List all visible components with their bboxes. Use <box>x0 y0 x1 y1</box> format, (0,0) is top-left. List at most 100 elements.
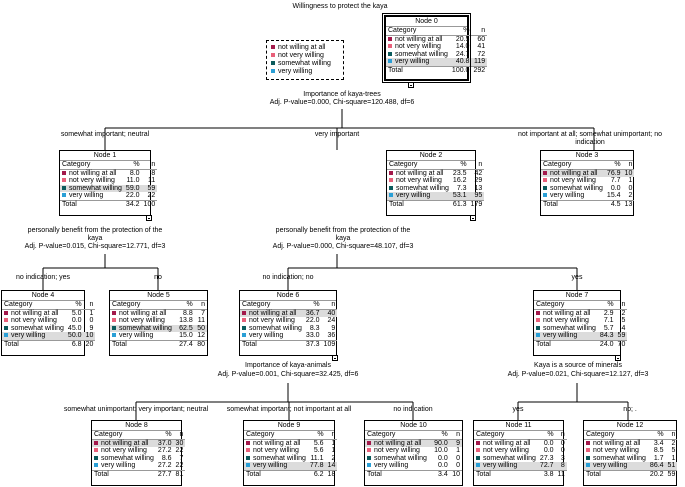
pct-cell: 33.0 <box>305 332 320 339</box>
total-n: 18 <box>325 469 338 478</box>
collapse-toggle-icon[interactable] <box>615 355 621 361</box>
category-swatch <box>476 440 480 445</box>
category-swatch <box>246 448 250 452</box>
n-cell: 24 <box>327 317 336 324</box>
pct-cell: 27.2 <box>157 462 172 469</box>
category-cell: not willing at all <box>365 439 432 447</box>
pct-cell: 90.0 <box>431 439 450 447</box>
pct-cell: 5.0 <box>71 309 82 317</box>
n-cell: 51 <box>665 462 678 470</box>
n-cell: 95 <box>468 192 485 200</box>
category-cell: not willing at all <box>92 439 156 447</box>
header-pct: % <box>307 431 326 440</box>
header-n: n <box>622 161 635 170</box>
branch-label: no indication; yes <box>15 274 71 281</box>
header-category: Category <box>541 161 605 170</box>
category-cell: very willing <box>2 332 66 340</box>
category-cell: somewhat willing <box>92 455 156 463</box>
collapse-toggle-icon[interactable] <box>146 215 152 221</box>
total-n: 20 <box>83 339 96 348</box>
header-category: Category <box>474 431 538 440</box>
category-swatch <box>476 455 480 460</box>
branch-label: not important at all; somewhat unimporta… <box>518 131 662 138</box>
n-cell: 2 <box>671 439 676 447</box>
collapse-toggle-icon[interactable] <box>408 82 414 88</box>
n-cell: 0 <box>89 317 94 324</box>
legend-item: somewhat willing <box>271 60 339 68</box>
total-pct: 27.4 <box>176 339 195 348</box>
header-n: n <box>471 27 488 36</box>
n-cell: 72 <box>477 50 486 58</box>
n-cell: 1 <box>671 454 676 462</box>
category-swatch <box>246 463 250 467</box>
category-cell: very willing <box>541 192 605 200</box>
n-cell: 0 <box>456 462 460 469</box>
total-pct: 24.0 <box>597 339 616 348</box>
pct-cell: 36.7 <box>303 309 322 317</box>
category-swatch <box>543 185 547 190</box>
node-title: Node 8 <box>92 421 181 431</box>
node1-split-stats: Adj. P-value=0.015, Chi-square=12.771, d… <box>24 243 166 250</box>
n-cell: 1 <box>456 447 460 454</box>
category-swatch <box>94 463 98 467</box>
n-cell: 10 <box>622 169 635 177</box>
total-pct: 27.7 <box>155 469 174 478</box>
category-swatch <box>242 318 246 322</box>
pct-cell: 11.0 <box>126 177 140 184</box>
pct-cell: 1.7 <box>653 454 664 462</box>
category-cell: very willing <box>386 58 450 66</box>
collapse-toggle-icon[interactable] <box>470 215 476 221</box>
node7-split-stats: Adj. P-value=0.021, Chi-square=12.127, d… <box>507 371 649 378</box>
node1-split-variable-cont: kaya <box>87 235 103 242</box>
legend-swatch <box>271 69 275 73</box>
node-title: Node 5 <box>110 291 207 301</box>
category-swatch <box>4 333 8 337</box>
node1-split-variable: personally benefit from the protection o… <box>27 227 163 234</box>
header-n: n <box>449 431 462 440</box>
category-swatch <box>476 463 480 467</box>
pct-cell: 0.0 <box>610 184 621 192</box>
total-n: 80 <box>194 339 207 348</box>
collapse-toggle-icon[interactable] <box>332 355 338 361</box>
category-cell: somewhat willing <box>365 455 431 463</box>
total-pct: 100.0 <box>449 65 472 74</box>
category-cell: very willing <box>365 462 431 470</box>
node7-split-variable: Kaya is a source of minerals <box>534 362 622 369</box>
n-cell: 60 <box>477 35 486 43</box>
n-cell: 5 <box>621 317 626 324</box>
n-cell: 30 <box>173 439 186 447</box>
header-category: Category <box>92 431 156 440</box>
n-cell: 9 <box>89 324 94 332</box>
n-cell: 5 <box>671 447 676 454</box>
n-cell: 4 <box>621 324 626 332</box>
branch-label: no indication <box>393 406 433 413</box>
total-n: 10 <box>449 469 462 478</box>
